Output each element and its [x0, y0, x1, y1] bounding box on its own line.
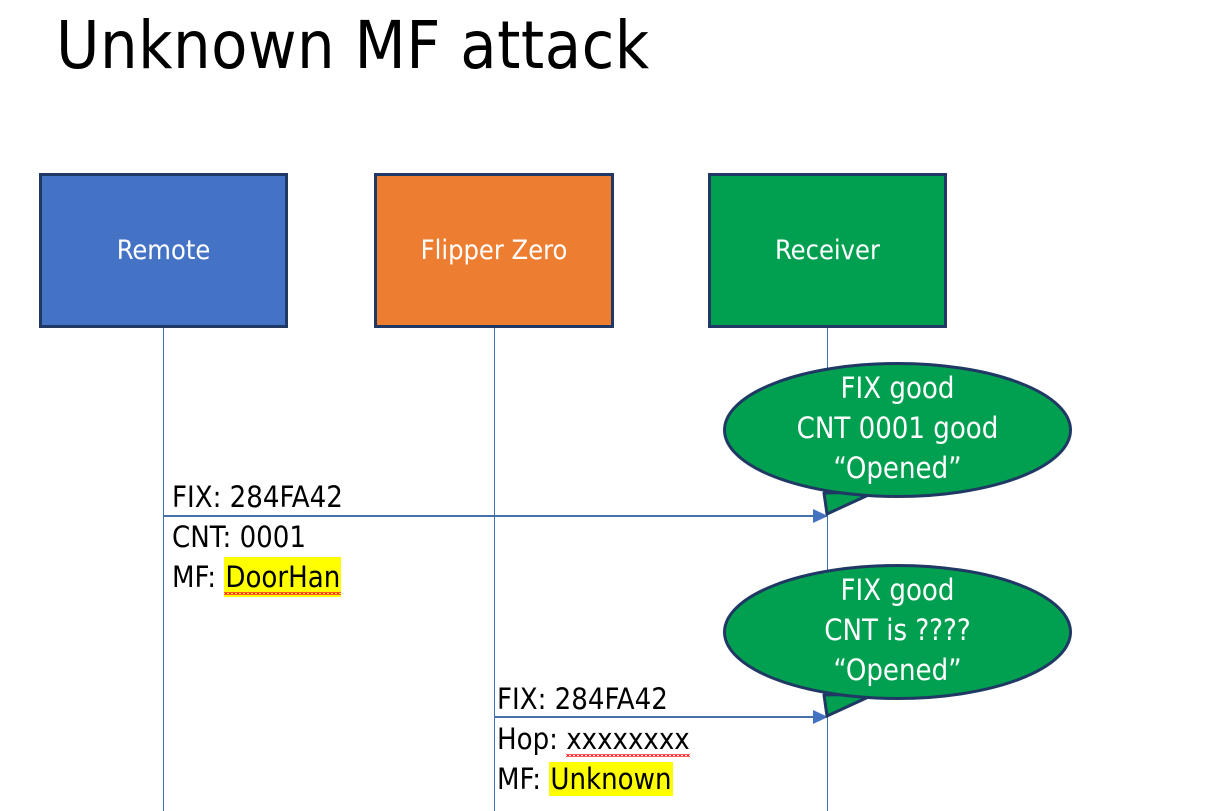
speech-bubble-receiver-response-1: FIX good CNT 0001 good “Opened” [723, 362, 1072, 516]
message-line-value-highlighted: Unknown [549, 762, 673, 796]
message-line: MF: DoorHan [172, 557, 343, 597]
lifeline-receiver [827, 327, 828, 811]
page-title: Unknown MF attack [56, 7, 650, 84]
message-separator-rule-1 [163, 516, 827, 517]
lifeline-flipper [494, 327, 495, 811]
message-separator-rule-2 [494, 717, 827, 718]
message-line-value: 284FA42 [554, 682, 668, 716]
actor-box-flipper[interactable]: Flipper Zero [374, 173, 614, 328]
message-line-value-spellcheck: xxxxxxxx [566, 719, 691, 759]
message-line-prefix: CNT: [172, 520, 240, 554]
message-line-prefix: FIX: [497, 682, 555, 716]
message-line-value: 284FA42 [229, 480, 343, 514]
message-line: CNT: 0001 [172, 517, 343, 557]
message-line: Hop: xxxxxxxx [497, 719, 691, 759]
message-label-remote-to-receiver: FIX: 284FA42 CNT: 0001 MF: DoorHan [172, 477, 343, 597]
message-line-value-highlighted: DoorHan [224, 557, 342, 597]
message-line-prefix: Hop: [497, 722, 567, 756]
arrow-shaft [163, 515, 827, 516]
actor-box-remote[interactable]: Remote [39, 173, 288, 328]
speech-bubble-receiver-response-2: FIX good CNT is ???? “Opened” [723, 564, 1072, 718]
message-line: FIX: 284FA42 [172, 477, 343, 517]
actor-label-flipper: Flipper Zero [420, 235, 568, 266]
arrow-shaft [494, 716, 827, 717]
message-line-value: 0001 [239, 520, 306, 554]
lifeline-remote [163, 327, 164, 811]
message-line-prefix: MF: [172, 560, 225, 594]
actor-label-receiver: Receiver [775, 235, 880, 266]
message-line: MF: Unknown [497, 759, 690, 799]
message-line: FIX: 284FA42 [497, 679, 690, 719]
actor-label-remote: Remote [116, 235, 211, 266]
message-line-prefix: FIX: [172, 480, 230, 514]
message-label-flipper-to-receiver: FIX: 284FA42 Hop: xxxxxxxx MF: Unknown [497, 679, 691, 799]
message-line-prefix: MF: [497, 762, 550, 796]
actor-box-receiver[interactable]: Receiver [708, 173, 947, 328]
